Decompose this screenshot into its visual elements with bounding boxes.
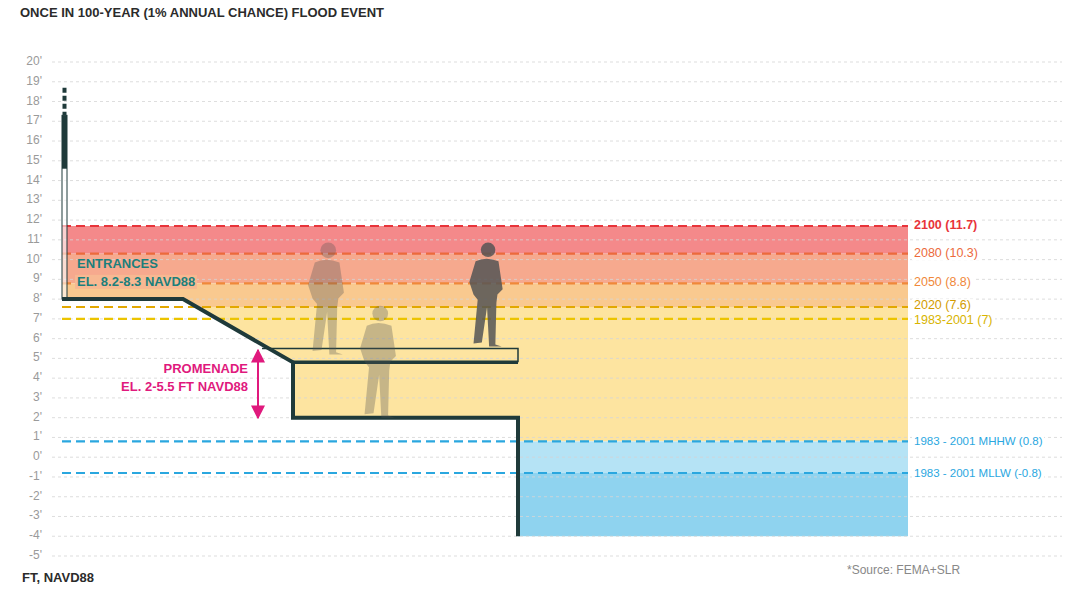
promenade-deck [293, 361, 518, 365]
gridline [52, 160, 1062, 161]
axis-tick-label: -3' [27, 510, 44, 523]
axis-tick-label: -4' [27, 530, 44, 543]
level-label: 2100 (11.7) [912, 219, 979, 233]
gridline [52, 239, 1062, 240]
person-silhouette [469, 243, 502, 347]
axis-tick-label: 19' [24, 75, 44, 88]
axis-tick-label: 4' [31, 372, 44, 385]
gridline [52, 200, 1062, 201]
axis-tick-label: -1' [27, 470, 44, 483]
gridline [52, 220, 1062, 221]
level-label: 2050 (8.8) [912, 276, 973, 290]
gridline [52, 437, 1062, 438]
gridline [52, 259, 1062, 260]
level-label: 1983 - 2001 MLLW (-0.8) [912, 467, 1044, 480]
axis-tick-label: 15' [24, 154, 44, 167]
axis-tick-label: 1' [31, 431, 44, 444]
person-silhouette [308, 242, 344, 354]
level-line [62, 225, 908, 227]
axis-tick-label: 5' [31, 352, 44, 365]
axis-tick-label: 16' [24, 134, 44, 147]
level-label: 2080 (10.3) [912, 247, 980, 261]
axis-tick-label: -5' [27, 549, 44, 562]
axis-tick-label: 20' [24, 55, 44, 68]
gridline [52, 299, 1062, 300]
axis-tick-label: 14' [24, 174, 44, 187]
source-note: *Source: FEMA+SLR [845, 564, 962, 577]
gridline [52, 279, 1062, 280]
gridline [52, 476, 1062, 477]
entrance-label: ENTRANCES [75, 257, 160, 271]
gridline [52, 536, 1062, 537]
level-label: 2020 (7.6) [912, 299, 973, 313]
gridline [52, 358, 1062, 359]
wall-top [62, 115, 67, 168]
gridline [52, 338, 1062, 339]
gridline [52, 496, 1062, 497]
axis-tick-label: 2' [31, 411, 44, 424]
gridline [52, 141, 1062, 142]
axis-tick-label: 0' [31, 451, 44, 464]
axis-tick-label: 18' [24, 95, 44, 108]
level-label: 1983-2001 (7) [912, 314, 995, 328]
axis-tick-label: 3' [31, 391, 44, 404]
level-line [62, 472, 908, 474]
axis-tick-label: -2' [27, 490, 44, 503]
gridline [52, 180, 1062, 181]
gridline [52, 62, 1062, 63]
gridlines [52, 62, 1062, 556]
wall [62, 115, 67, 299]
axis-tick-label: 12' [24, 213, 44, 226]
axis-tick-label: 9' [31, 273, 44, 286]
gridline [52, 516, 1062, 517]
promenade-label: PROMENADE [161, 362, 250, 376]
axis-unit: FT, NAVD88 [20, 571, 96, 585]
gridline [52, 378, 1062, 379]
wall-extension [63, 88, 67, 116]
gridline [52, 397, 1062, 398]
gridline [52, 81, 1062, 82]
axis-tick-label: 10' [24, 253, 44, 266]
entrance-elevation: EL. 8.2-8.3 NAVD88 [75, 275, 197, 289]
gridline [52, 417, 1062, 418]
gridline [52, 556, 1062, 557]
axis-tick-label: 7' [31, 312, 44, 325]
gridline [52, 101, 1062, 102]
person-silhouette [360, 306, 396, 418]
level-lines [62, 226, 908, 473]
gridline [52, 318, 1062, 319]
structure-profile [62, 299, 518, 536]
dimension-arrow [257, 350, 259, 418]
axis-tick-label: 8' [31, 293, 44, 306]
level-line [62, 440, 908, 442]
chart-title: ONCE IN 100-YEAR (1% ANNUAL CHANCE) FLOO… [20, 6, 384, 20]
axis-tick-label: 17' [24, 115, 44, 128]
gridline [52, 121, 1062, 122]
gridline [52, 457, 1062, 458]
axis-tick-label: 13' [24, 194, 44, 207]
level-label: 1983 - 2001 MHHW (0.8) [912, 435, 1044, 448]
promenade-elevation: EL. 2-5.5 FT NAVD88 [119, 380, 250, 394]
axis-tick-label: 11' [25, 233, 44, 246]
axis-tick-label: 6' [31, 332, 44, 345]
